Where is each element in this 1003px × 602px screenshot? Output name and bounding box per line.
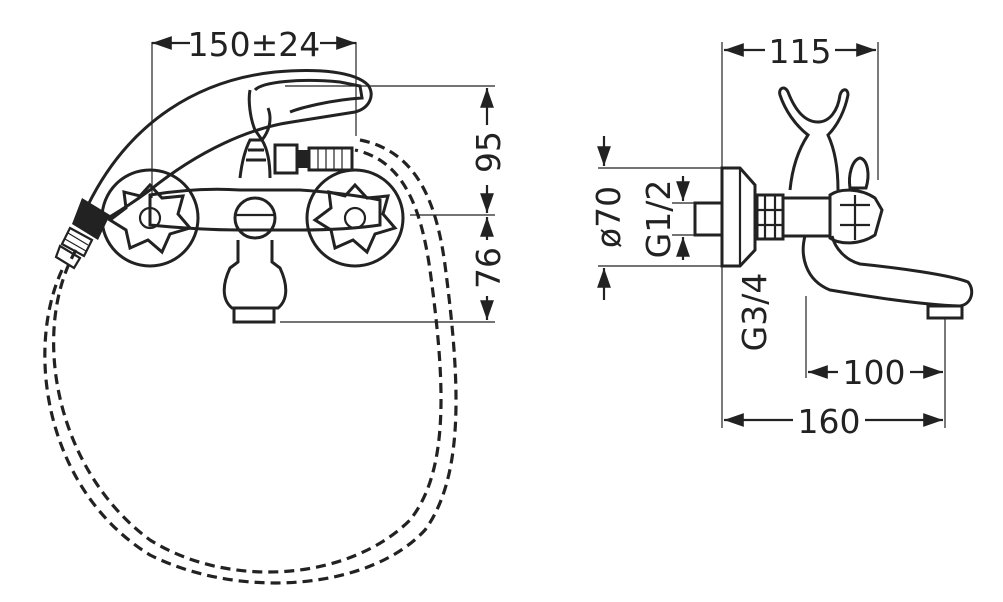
- dim-label-g34: G3/4: [735, 273, 774, 352]
- hand-shower-body: [86, 69, 373, 220]
- dim-label-160: 160: [798, 402, 861, 441]
- spout-aerator: [232, 306, 276, 324]
- dim-label-d70: ø70: [589, 186, 628, 248]
- side-handle: [828, 188, 884, 245]
- mixer-body: [148, 187, 382, 232]
- side-body: [781, 196, 832, 238]
- diverter-knob: [246, 148, 266, 162]
- shower-holder: [247, 89, 272, 143]
- dim-label-95: 95: [469, 131, 508, 173]
- side-aerator: [926, 304, 964, 320]
- dim-label-g12: G1/2: [639, 180, 678, 259]
- hose-coupling-left: [54, 226, 94, 270]
- hose-coupling-right: [273, 143, 354, 175]
- shower-holder-fork: [778, 86, 850, 191]
- side-view: 115 ø70 G1/2 G3/4 100 160: [589, 32, 974, 441]
- dim-label-76: 76: [469, 247, 508, 289]
- side-spout: [801, 235, 974, 308]
- hand-shower-grip: [72, 198, 110, 240]
- dim-label-100: 100: [843, 353, 906, 392]
- side-handle-lever: [848, 156, 870, 190]
- center-cap: [233, 196, 277, 240]
- inlet-stub: [693, 201, 724, 237]
- left-handle: [100, 168, 200, 268]
- diverter-column: [238, 138, 272, 179]
- front-view: 150±24 95 76: [43, 25, 508, 585]
- right-handle: [305, 168, 405, 268]
- shower-hose: [52, 148, 443, 574]
- wall-flange: [720, 166, 757, 268]
- dim-label-115: 115: [769, 32, 832, 71]
- spout-front: [222, 240, 288, 310]
- shower-head-top: [253, 78, 364, 114]
- eccentric-nut: [755, 193, 785, 241]
- dim-label-150: 150±24: [188, 25, 321, 64]
- shower-hose-inner: [43, 138, 458, 585]
